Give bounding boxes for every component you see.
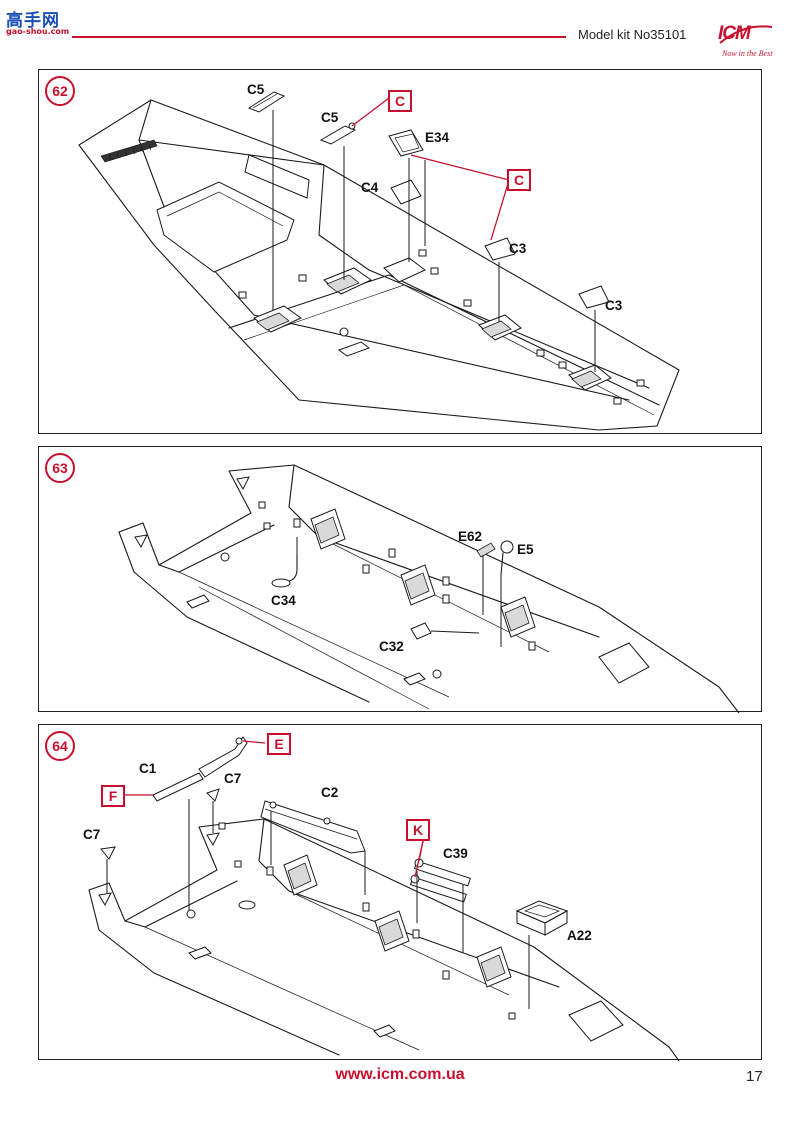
- step-63-drawing: [118, 464, 740, 713]
- step-number-62: 62: [45, 76, 75, 106]
- part-c3-b: [578, 285, 610, 309]
- part-c3-a: [484, 237, 516, 261]
- label-a22: A22: [567, 928, 592, 943]
- label-c3-b: C3: [605, 298, 623, 313]
- part-c7-b: [100, 846, 116, 860]
- page-number: 17: [746, 1068, 763, 1085]
- kit-number: Model kit No35101: [578, 27, 687, 42]
- label-c4: C4: [361, 180, 379, 195]
- label-c5-left: C5: [247, 82, 265, 97]
- label-c1: C1: [139, 761, 157, 776]
- footer-url: www.icm.com.ua: [335, 1066, 465, 1083]
- part-c2: [260, 800, 366, 854]
- label-c2: C2: [321, 785, 339, 800]
- icm-logo-mark: [719, 25, 773, 44]
- part-c5-left: [247, 91, 286, 113]
- step-number-63: 63: [45, 453, 75, 483]
- label-c34: C34: [271, 593, 296, 608]
- seat-mounts: [253, 257, 612, 391]
- reference-e: E: [267, 733, 291, 755]
- part-c4: [390, 179, 422, 205]
- logo-text: ICM: [718, 23, 751, 44]
- label-e34: E34: [425, 130, 450, 145]
- wall-brackets: [258, 501, 536, 651]
- part-c39: [409, 858, 471, 903]
- wall-brackets: [238, 249, 645, 405]
- label-c32: C32: [379, 639, 404, 654]
- label-c7-b: C7: [83, 827, 101, 842]
- label-c3-a: C3: [509, 241, 527, 256]
- watermark-title: 高手网: [6, 11, 60, 31]
- reference-k: K: [406, 819, 430, 841]
- part-a22: [515, 900, 569, 936]
- wall-brackets: [218, 822, 516, 1020]
- part-e34: [388, 129, 424, 157]
- watermark-subtitle: gao-shou.com: [6, 27, 70, 36]
- reference-f: F: [101, 785, 125, 807]
- step-64-drawing: [88, 736, 680, 1061]
- label-c7-a: C7: [224, 771, 242, 786]
- reference-c-a: C: [388, 90, 412, 112]
- label-e5: E5: [517, 542, 534, 557]
- part-c32: [410, 622, 432, 640]
- header-rule: [72, 36, 566, 38]
- label-c39: C39: [443, 846, 468, 861]
- step-number-64: 64: [45, 731, 75, 761]
- part-e5: [500, 540, 514, 576]
- reference-c-b: C: [507, 169, 531, 191]
- watermark-logo: 高手网 gao-shou.com: [6, 6, 72, 40]
- part-c5-right: [319, 122, 357, 145]
- step-62-drawing: [78, 91, 680, 431]
- icm-logo: ICM Now in the Best: [714, 21, 780, 65]
- step-64-panel: 64 C1 C7 C7 C2 C39 A22 E F K: [38, 724, 762, 1061]
- step-62-panel: 62 C5 C5 E34 C4 C3 C3 C C: [38, 69, 762, 434]
- label-e62: E62: [458, 529, 483, 544]
- part-e62: [476, 542, 496, 558]
- part-c34: [271, 554, 298, 588]
- logo-slogan: Now in the Best: [722, 49, 773, 58]
- seat-mounts: [283, 854, 512, 988]
- seat-mounts: [310, 508, 536, 638]
- step-63-panel: 63 C34 E62 E5 C32: [38, 446, 762, 713]
- part-c7-a: [206, 788, 220, 802]
- engine-grille: [100, 139, 158, 163]
- label-c5-right: C5: [321, 110, 339, 125]
- part-c1: [152, 736, 248, 802]
